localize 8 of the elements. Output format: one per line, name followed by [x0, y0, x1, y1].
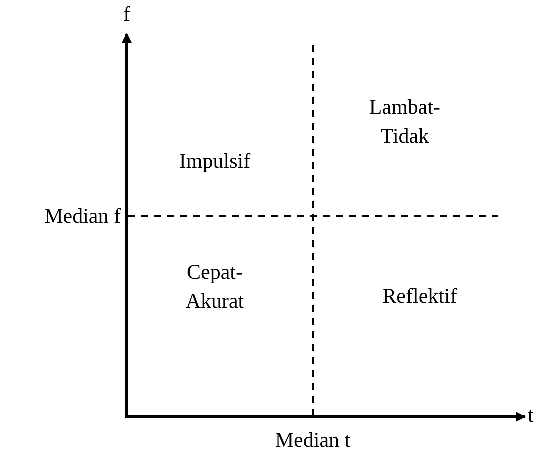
axis-label: Median t: [274, 427, 352, 454]
axis-label: t: [528, 402, 535, 429]
axis-label: Median f: [44, 203, 121, 230]
quadrant-label: Lambat- Tidak: [368, 94, 442, 150]
quadrant-label: Cepat- Akurat: [184, 259, 246, 315]
quadrant-label: Impulsif: [178, 148, 252, 175]
quadrant-label: Reflektif: [382, 283, 458, 310]
axis-label: f: [122, 1, 132, 28]
